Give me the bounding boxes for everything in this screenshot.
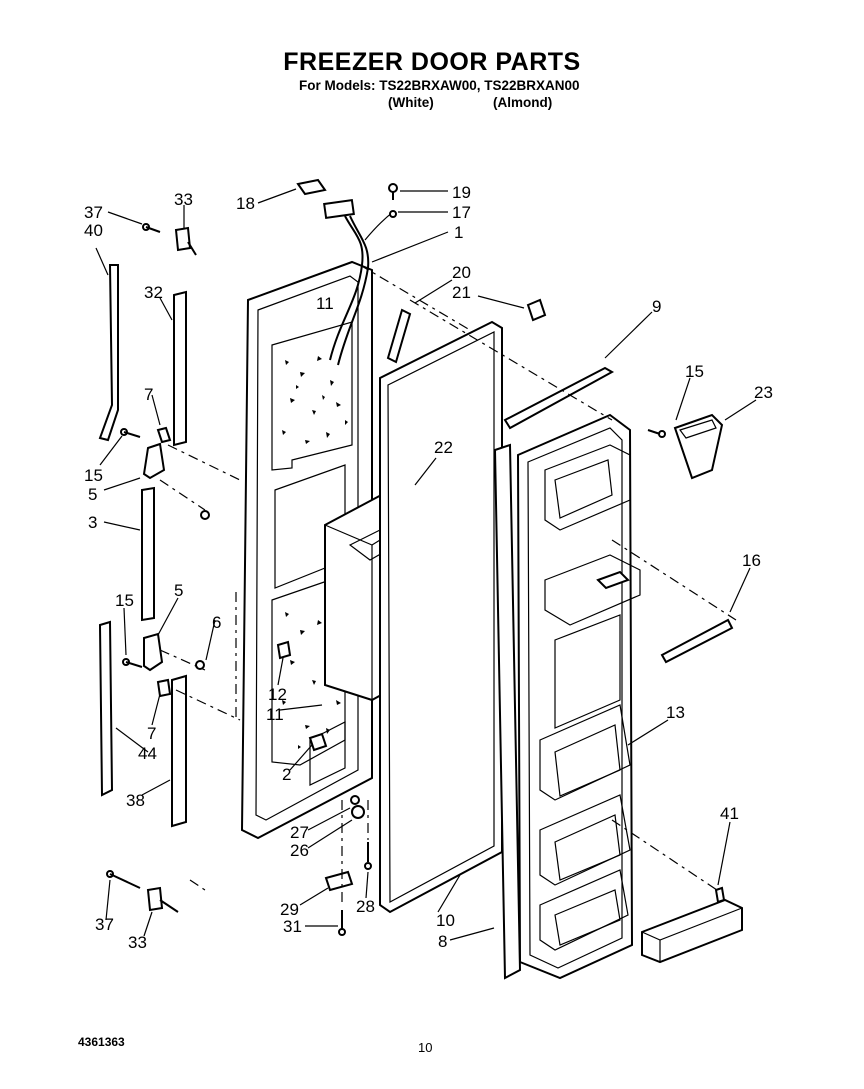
part-18-clip [296, 178, 327, 196]
part-37-screw-upper [142, 223, 161, 233]
door-outer-panel [240, 260, 373, 840]
callout-38: 38 [126, 791, 145, 810]
part-20-tube [386, 308, 412, 364]
callout-9: 9 [652, 297, 661, 316]
part-12-clip [276, 640, 292, 660]
part-15-screw-upper [120, 428, 141, 438]
callout-40: 40 [84, 221, 103, 240]
part-7-bracket-upper [156, 426, 172, 444]
callout-37-lower: 37 [95, 915, 114, 934]
part-19-screw [388, 183, 398, 200]
callout-26: 26 [290, 841, 309, 860]
callout-41: 41 [720, 804, 739, 823]
color-white-label: (White) [388, 95, 434, 110]
part-15-screw-right [647, 429, 666, 438]
page-number: 10 [418, 1040, 433, 1055]
callout-15-right: 15 [685, 362, 704, 381]
callout-11-lower: 11 [266, 705, 284, 724]
callout-15-lower: 15 [115, 591, 134, 610]
callout-10: 10 [436, 911, 455, 930]
callout-3: 3 [88, 513, 97, 532]
part-44-handle-lower [98, 620, 114, 797]
callout-7-upper: 7 [144, 385, 153, 404]
part-8-breaker-strip [493, 443, 522, 980]
part-5-hinge-lower [143, 632, 164, 672]
callout-15-upper: 15 [84, 466, 103, 485]
callout-17: 17 [452, 203, 471, 222]
callout-21: 21 [452, 283, 471, 302]
part-9-trim [503, 366, 615, 430]
part-32-handle-cover-upper [173, 290, 187, 447]
part-41-shelf-bin [641, 886, 743, 964]
part-15-screw-lower [122, 658, 143, 668]
document-number: 4361363 [78, 1035, 125, 1049]
callout-19: 19 [452, 183, 471, 202]
part-29-hinge-bracket [324, 870, 354, 892]
part-23-ice-chute [673, 413, 724, 480]
page-title: FREEZER DOOR PARTS [283, 48, 581, 76]
callout-12: 12 [268, 685, 287, 704]
callout-labels: 18 19 17 1 37 40 33 32 20 21 9 11 7 15 1… [84, 183, 773, 952]
color-almond-label: (Almond) [493, 95, 553, 110]
callout-33-upper: 33 [174, 190, 193, 209]
callout-16: 16 [742, 551, 761, 570]
callout-20: 20 [452, 263, 471, 282]
part-37-screw-lower [106, 870, 141, 889]
callout-33-lower: 33 [128, 933, 147, 952]
part-6-screw-upper [200, 510, 210, 520]
callout-18: 18 [236, 194, 255, 213]
part-10-door-gasket [379, 320, 503, 914]
part-17-grommet [389, 210, 397, 218]
part-33-hinge-upper [174, 226, 197, 256]
leader-lines [95, 188, 757, 941]
part-6-screw-lower [195, 660, 205, 670]
callout-11-upper: 11 [316, 294, 334, 313]
part-21-cap [526, 298, 547, 322]
callout-37-upper: 37 [84, 203, 103, 222]
callout-5-upper: 5 [88, 485, 97, 504]
callout-29: 29 [280, 900, 299, 919]
model-numbers: For Models: TS22BRXAW00, TS22BRXAN00 [299, 78, 580, 93]
part-27-26-hinge-pin [350, 795, 365, 819]
callout-1: 1 [454, 223, 463, 242]
part-2-switch [308, 732, 328, 752]
callout-27: 27 [290, 823, 309, 842]
callout-5-lower: 5 [174, 581, 183, 600]
part-31-screw [338, 910, 346, 936]
callout-44: 44 [138, 744, 157, 763]
part-40-handle-upper [98, 264, 119, 442]
part-28-screw [364, 842, 372, 870]
callout-2: 2 [282, 765, 291, 784]
callout-6: 6 [212, 613, 221, 632]
callout-13: 13 [666, 703, 685, 722]
callout-31: 31 [283, 917, 302, 936]
callout-22: 22 [434, 438, 453, 457]
part-7-bracket-lower [156, 678, 172, 698]
callout-8: 8 [438, 932, 447, 951]
callout-23: 23 [754, 383, 773, 402]
part-5-hinge-upper [142, 442, 166, 480]
callout-7-lower: 7 [147, 724, 156, 743]
part-16-trim [660, 618, 734, 664]
part-38-handle-cover-lower [171, 674, 187, 828]
callout-32: 32 [144, 283, 163, 302]
part-33-hinge-lower [146, 886, 179, 913]
part-3-handle-lower [141, 486, 155, 622]
part-13-door-liner [516, 413, 641, 980]
callout-28: 28 [356, 897, 375, 916]
alignment-lines [159, 264, 737, 905]
